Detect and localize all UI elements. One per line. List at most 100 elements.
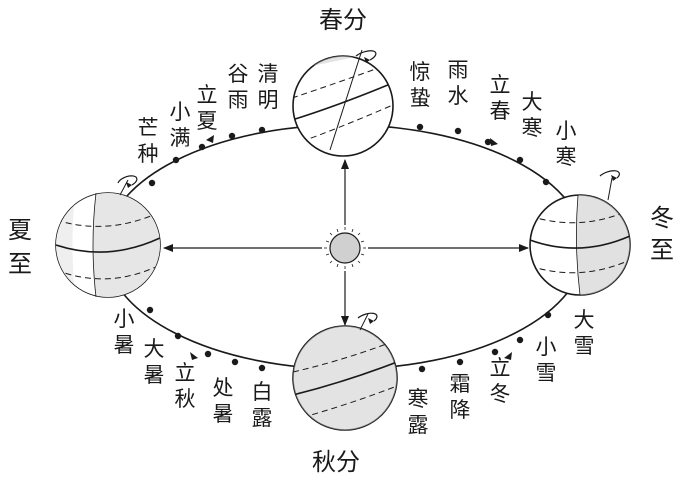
term-label-char: 小 (170, 100, 191, 124)
term-label-char: 秋 (175, 387, 196, 411)
term-dot (491, 348, 499, 356)
earth-autumn-equinox (292, 312, 398, 431)
term-label-char: 降 (450, 398, 471, 422)
term-label-char: 芒 (138, 116, 159, 140)
term-dots (146, 123, 552, 373)
sun-rays-arrows (163, 159, 529, 326)
term-label: 处暑 (213, 376, 234, 426)
rotation-arrow-icon (357, 312, 378, 322)
term-label-char: 雨 (448, 58, 469, 82)
term-label-char: 惊 (410, 60, 431, 84)
rotation-arrow-icon (355, 50, 377, 61)
term-label-char: 雪 (574, 334, 595, 358)
earth-winter-solstice (529, 170, 631, 296)
term-label: 清明 (258, 62, 279, 112)
summer-solstice-text-char: 至 (8, 250, 32, 278)
term-dot (544, 311, 552, 319)
term-labels: 清明谷雨立夏小满芒种小暑大暑立秋处暑白露寒露霜降立冬小雪大雪小寒大寒立春雨水惊蛰 (114, 58, 595, 437)
term-label-char: 大 (574, 308, 595, 332)
orbit-arrow-icon (206, 135, 214, 143)
term-label-char: 清 (258, 62, 279, 86)
term-label: 小雪 (536, 335, 557, 385)
term-label-char: 白 (252, 380, 273, 404)
term-label-char: 小 (556, 119, 577, 143)
term-dot (231, 358, 239, 366)
label-spring-equinox: 春分 (319, 6, 367, 34)
term-dot (516, 156, 524, 164)
term-label: 立秋 (175, 361, 196, 411)
term-dot (174, 332, 182, 340)
term-dot (516, 336, 524, 344)
earth-spring-equinox (292, 49, 394, 157)
term-label: 芒种 (138, 116, 159, 166)
term-label-char: 小 (536, 335, 557, 359)
earth-summer-solstice (55, 175, 161, 298)
term-dot (484, 138, 492, 146)
term-dot (418, 365, 426, 373)
term-dot (148, 179, 156, 187)
term-label: 寒露 (408, 387, 429, 437)
winter-solstice-text-char: 至 (650, 236, 674, 264)
label-summer-solstice: 夏至 (8, 216, 32, 278)
term-label-char: 满 (170, 126, 191, 150)
term-label-char: 春 (490, 99, 511, 123)
term-label-char: 小 (114, 307, 135, 331)
term-label: 大暑 (144, 337, 165, 387)
term-label: 小寒 (556, 119, 577, 169)
term-label-char: 雪 (536, 361, 557, 385)
summer-solstice-text: 夏至 (8, 216, 32, 278)
sun-icon (324, 227, 366, 269)
term-label-char: 大 (522, 90, 543, 114)
term-label: 惊蛰 (410, 60, 431, 110)
term-dot (258, 126, 266, 134)
term-label-char: 夏 (197, 109, 218, 133)
term-label: 大雪 (574, 308, 595, 358)
term-label-char: 明 (258, 88, 279, 112)
term-dot (228, 132, 236, 140)
term-dot (454, 127, 462, 135)
term-label-char: 蛰 (410, 86, 431, 110)
term-label: 大寒 (522, 90, 543, 140)
term-dot (258, 364, 266, 372)
term-label-char: 霜 (450, 372, 471, 396)
term-label-char: 种 (138, 142, 159, 166)
term-label: 谷雨 (228, 62, 249, 112)
label-autumn-equinox: 秋分 (312, 448, 360, 476)
orbit-arrow-icon (190, 352, 198, 360)
term-dot (542, 178, 550, 186)
label-winter-solstice: 冬至 (650, 204, 674, 264)
term-label: 立冬 (490, 356, 511, 406)
term-label: 小满 (170, 100, 191, 150)
winter-solstice-text: 冬至 (650, 204, 674, 264)
term-label-char: 冬 (490, 382, 511, 406)
term-label: 霜降 (450, 372, 471, 422)
term-label-char: 立 (490, 356, 511, 380)
rotation-arrow-icon (599, 170, 620, 179)
term-label: 立夏 (197, 83, 218, 133)
winter-solstice-text-char: 冬 (650, 204, 674, 232)
term-label-char: 寒 (556, 145, 577, 169)
term-label-char: 寒 (408, 387, 429, 411)
term-label-char: 雨 (228, 88, 249, 112)
term-label: 立春 (490, 73, 511, 123)
term-dot (416, 123, 424, 131)
term-label-char: 立 (490, 73, 511, 97)
term-label-char: 暑 (144, 363, 165, 387)
term-dot (204, 350, 212, 358)
term-label-char: 立 (175, 361, 196, 385)
term-dot (456, 358, 464, 366)
rotation-arrow-icon (117, 175, 138, 186)
term-label-char: 处 (213, 376, 234, 400)
term-label: 小暑 (114, 307, 135, 357)
orbit-arrow-icon (490, 138, 498, 146)
term-dot (172, 156, 180, 164)
term-label: 雨水 (448, 58, 469, 108)
term-dot (146, 306, 154, 314)
term-label-char: 立 (197, 83, 218, 107)
term-label-char: 谷 (228, 62, 249, 86)
term-label-char: 大 (144, 337, 165, 361)
term-label-char: 露 (408, 413, 429, 437)
term-label-char: 暑 (114, 333, 135, 357)
